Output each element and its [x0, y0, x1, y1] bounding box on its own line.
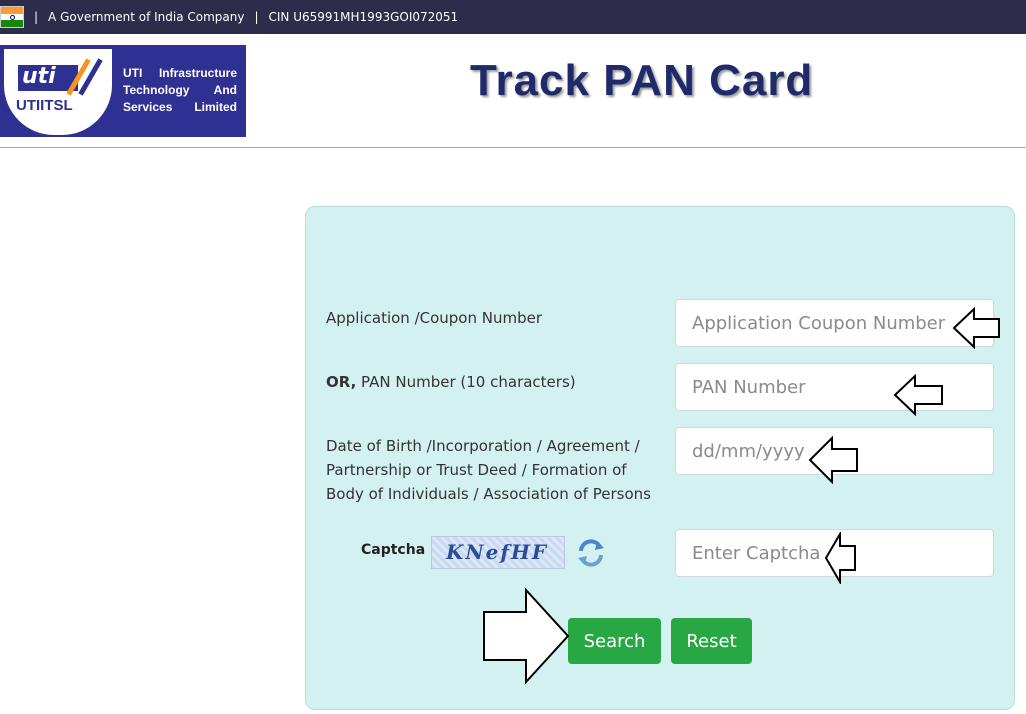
captcha-label: Captcha [361, 542, 426, 558]
logo-name: UTIITSL [16, 97, 73, 114]
captcha-image: KNefHF [431, 536, 565, 569]
arrow-right-icon [483, 588, 570, 684]
search-button[interactable]: Search [568, 618, 661, 664]
refresh-captcha-icon[interactable] [575, 537, 607, 569]
separator: | [254, 10, 259, 24]
logo-mark: uti [18, 65, 78, 91]
logo-emblem: uti UTIITSL [4, 49, 112, 135]
application-number-label: Application /Coupon Number [326, 309, 543, 327]
reset-button[interactable]: Reset [671, 618, 752, 664]
application-number-input[interactable] [675, 299, 994, 347]
arrow-left-icon [952, 307, 1000, 349]
dob-label: Date of Birth /Incorporation / Agreement… [326, 437, 651, 503]
india-flag-icon [0, 6, 24, 28]
company-tagline: A Government of India Company [48, 10, 245, 24]
pan-number-label: OR, PAN Number (10 characters) [326, 373, 576, 391]
page-title: Track PAN Card [470, 56, 814, 105]
pan-number-input[interactable] [675, 363, 994, 411]
arrow-left-icon [824, 532, 856, 584]
arrow-left-icon [808, 436, 858, 484]
cin-number: CIN U65991MH1993GOI072051 [268, 10, 459, 24]
top-bar: | A Government of India Company | CIN U6… [0, 0, 1026, 34]
arrow-left-icon [893, 374, 943, 416]
separator: | [34, 10, 39, 24]
